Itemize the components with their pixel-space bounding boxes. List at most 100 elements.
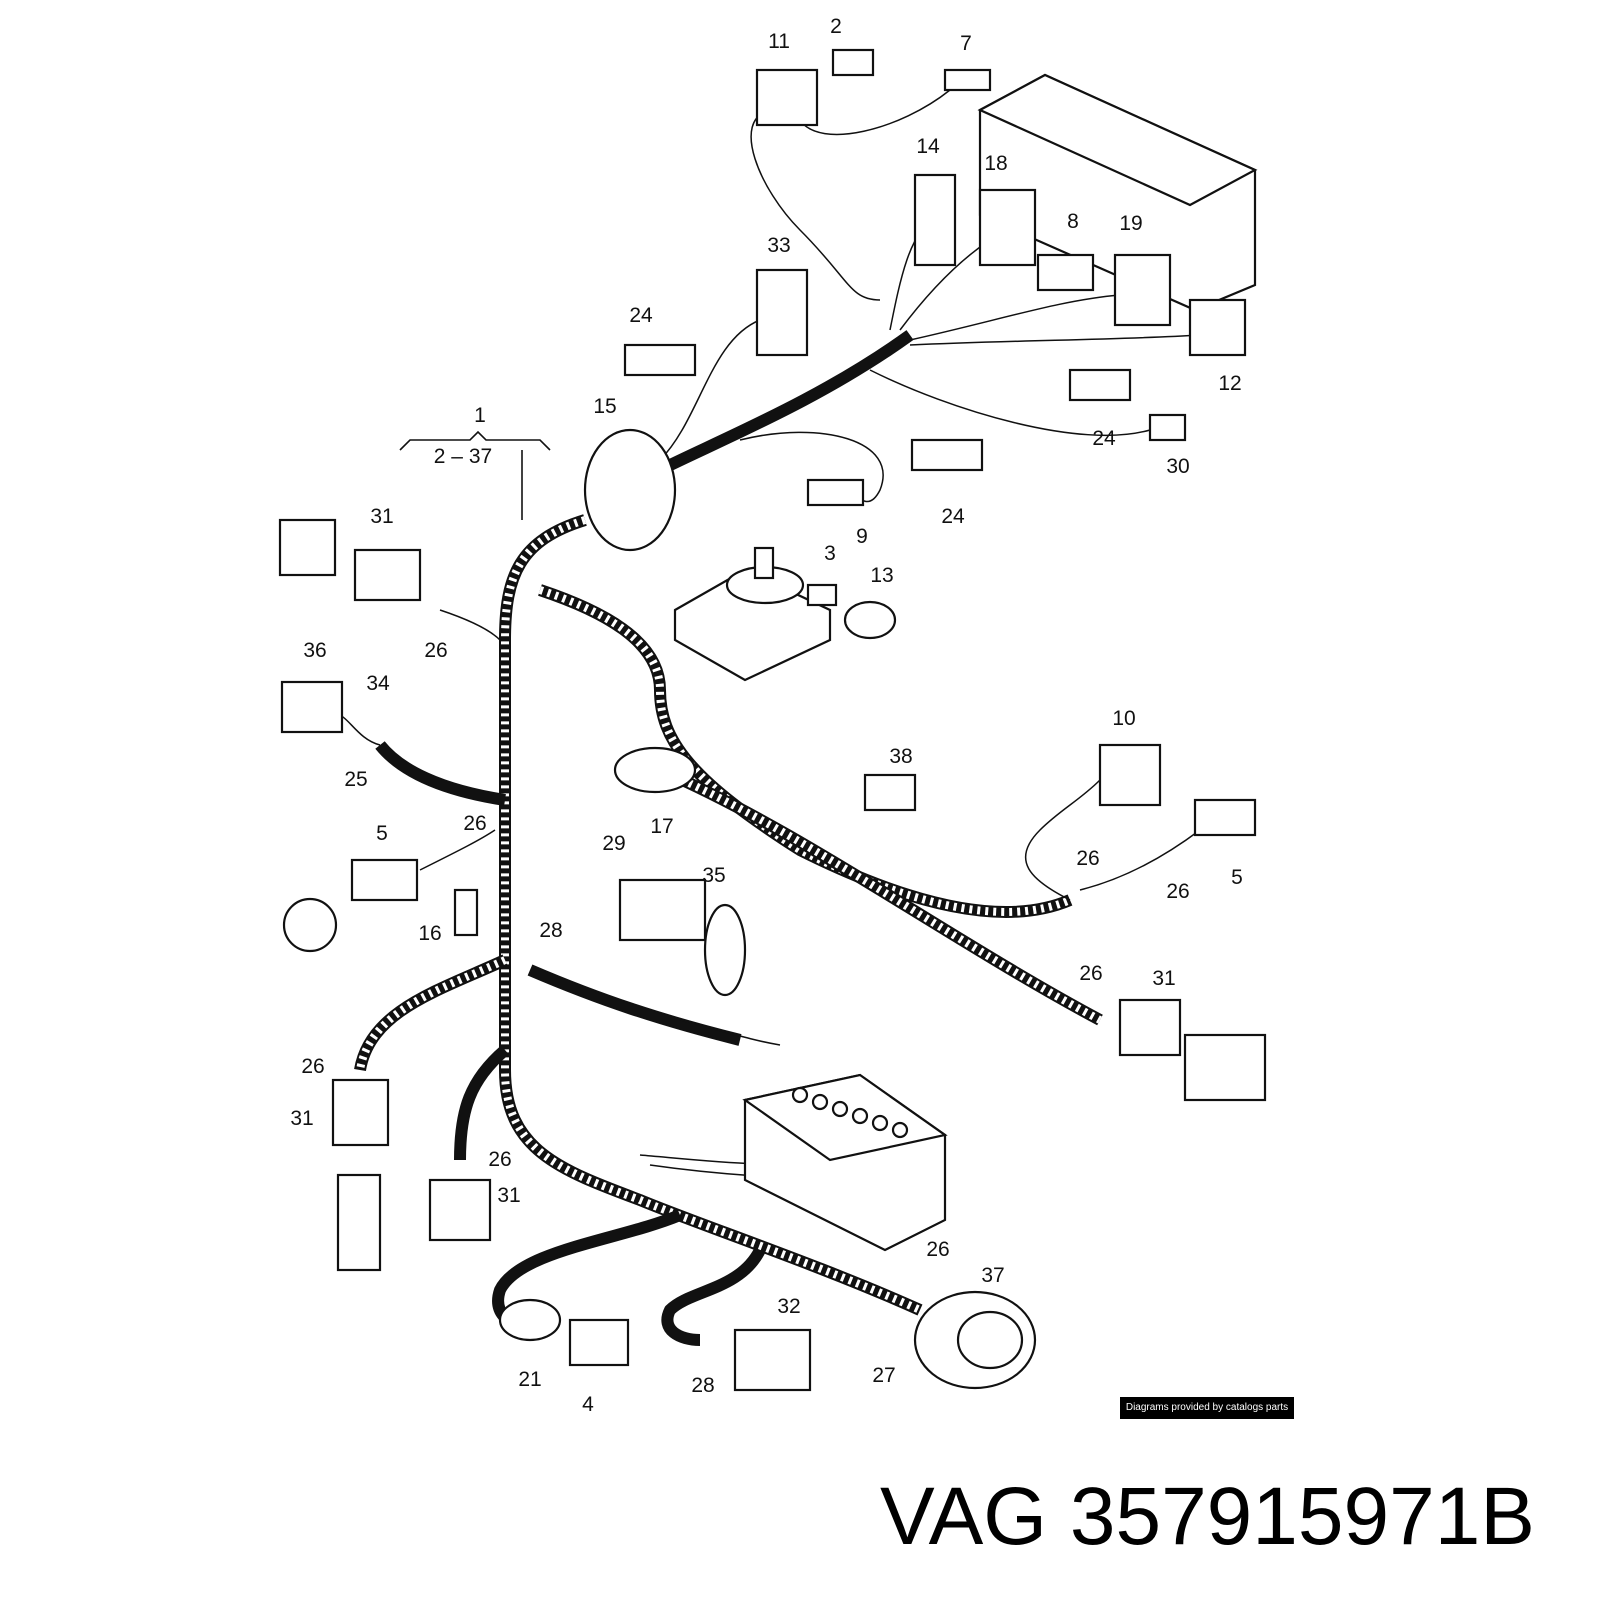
cell-cap: [811, 1093, 829, 1111]
washer-pump: [336, 1173, 382, 1272]
callout-5: 5: [376, 822, 388, 845]
connector-31-m: [428, 1178, 492, 1242]
callout-31: 31: [497, 1184, 520, 1207]
wire-5l: [419, 829, 496, 871]
connector-31-r: [1118, 998, 1182, 1057]
connector-31-l: [331, 1078, 390, 1147]
callout-16: 16: [418, 922, 441, 945]
callout-26: 26: [926, 1238, 949, 1261]
callout-26: 26: [463, 812, 486, 835]
callout-15: 15: [593, 395, 616, 418]
wire-26-tl: [439, 609, 501, 641]
callout-10: 10: [1112, 707, 1135, 730]
callout-24: 24: [941, 505, 965, 528]
connector-4: [568, 1318, 630, 1367]
wire-25: [339, 714, 381, 746]
wire-30: [869, 369, 1151, 437]
connector-10: [1098, 743, 1162, 807]
cell-cap: [791, 1086, 809, 1104]
fuse-box-top: [977, 73, 1258, 207]
connector-35: [703, 903, 747, 997]
callout-26: 26: [1079, 962, 1102, 985]
grommet-17: [613, 746, 697, 794]
watermark: Diagrams provided by catalogs parts: [1120, 1397, 1294, 1419]
callout-26: 26: [488, 1148, 511, 1171]
callout-26: 26: [301, 1055, 324, 1078]
callout-8: 8: [1067, 210, 1079, 233]
battery-cells: [791, 1086, 909, 1139]
callout-26: 26: [1076, 847, 1099, 870]
motor-35: [618, 878, 707, 942]
connector-7: [943, 68, 992, 92]
connector-5-r: [1193, 798, 1257, 837]
connector-3: [806, 583, 838, 607]
cell-cap: [891, 1121, 909, 1139]
callout-38: 38: [889, 745, 912, 768]
wire-19: [909, 294, 1121, 341]
left-branch-mid: [454, 1045, 509, 1161]
callout-34: 34: [366, 672, 390, 695]
part-code: VAG 357915971B: [880, 1471, 1535, 1562]
connector-32: [733, 1328, 812, 1392]
wire-5r: [1079, 829, 1201, 891]
top-wire-7: [799, 89, 951, 136]
sleeve-21: [498, 1298, 562, 1342]
connector-36: [280, 680, 344, 734]
main-trunk-tape: [501, 516, 922, 1314]
connector-18: [978, 188, 1037, 267]
connector-11: [755, 68, 819, 127]
callout-18: 18: [984, 152, 1007, 175]
callout-5: 5: [1231, 866, 1243, 889]
callout-26: 26: [1166, 880, 1189, 903]
callout-36: 36: [303, 639, 326, 662]
ring-lead: [679, 1019, 781, 1046]
connector-19: [1113, 253, 1172, 327]
callout-27: 27: [872, 1364, 895, 1387]
connector-30: [1148, 413, 1187, 442]
clip-16: [453, 888, 479, 937]
clip-38: [863, 773, 917, 812]
battery-branch: [527, 964, 742, 1046]
wire-12: [909, 334, 1201, 346]
callout-28: 28: [539, 919, 562, 942]
connector-8: [1036, 253, 1095, 292]
socket-37-inner: [956, 1310, 1024, 1370]
connector-5-l: [350, 858, 419, 902]
callout-7: 7: [960, 32, 972, 55]
right-loom-tape: [538, 586, 1072, 916]
callout-30: 30: [1166, 455, 1189, 478]
callout-29: 29: [602, 832, 625, 855]
callout-33: 33: [767, 234, 790, 257]
callout-24: 24: [1092, 427, 1116, 450]
connector-13: [843, 600, 897, 640]
upper-left-wire: [659, 319, 761, 461]
group-bracket: [399, 430, 551, 451]
callout-17: 17: [650, 815, 673, 838]
lamp-31-tl: [278, 518, 337, 577]
top-wire-loop: [750, 109, 881, 301]
callout-31: 31: [290, 1107, 313, 1130]
callout-11: 11: [768, 30, 790, 53]
callout-9: 9: [856, 525, 868, 548]
callout-12: 12: [1218, 372, 1241, 395]
callout-37: 37: [981, 1264, 1004, 1287]
group-range: 2 – 37: [434, 445, 492, 468]
callout-3: 3: [824, 542, 836, 565]
connector-2: [831, 48, 875, 77]
lamp-31-r: [1183, 1033, 1267, 1102]
cell-cap: [851, 1107, 869, 1125]
callout-14: 14: [916, 135, 940, 158]
callout-26: 26: [424, 639, 447, 662]
wire-10: [1024, 779, 1101, 901]
grommet-15: [583, 428, 677, 552]
connector-33: [755, 268, 809, 357]
switch-5-l: [282, 897, 338, 953]
connector-24-c: [910, 438, 984, 472]
harness-drawing: [278, 48, 1267, 1392]
connector-24-a: [623, 343, 697, 377]
callout-13: 13: [870, 564, 893, 587]
callout-25: 25: [344, 768, 367, 791]
bottom-loop-b: [661, 1246, 766, 1346]
